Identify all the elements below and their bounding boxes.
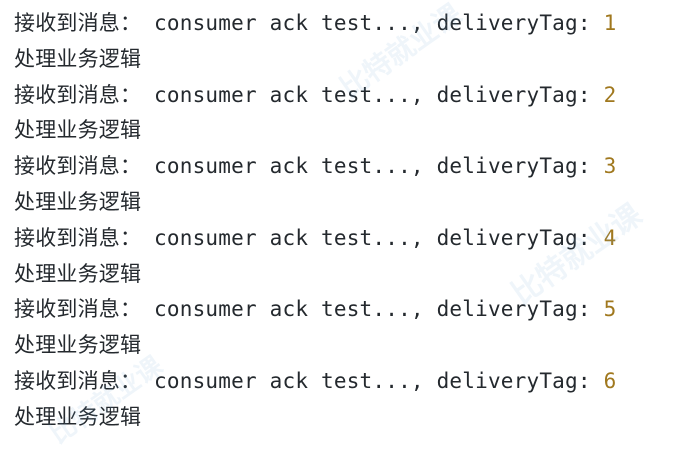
log-line-received: 接收到消息： consumer ack test..., deliveryTag…	[14, 6, 684, 42]
received-label: 接收到消息：	[14, 82, 142, 107]
message-text: consumer ack test..., deliveryTag:	[141, 368, 604, 393]
delivery-tag-value: 2	[603, 82, 617, 107]
console-output: 接收到消息： consumer ack test..., deliveryTag…	[14, 6, 684, 436]
received-label: 接收到消息：	[14, 154, 142, 179]
message-text: consumer ack test..., deliveryTag:	[141, 297, 604, 322]
received-label: 接收到消息：	[14, 11, 142, 35]
log-line-received: 接收到消息： consumer ack test..., deliveryTag…	[14, 78, 684, 114]
message-text: consumer ack test..., deliveryTag:	[141, 225, 604, 250]
message-text: consumer ack test..., deliveryTag:	[141, 82, 604, 107]
message-text: consumer ack test..., deliveryTag:	[141, 11, 604, 35]
received-label: 接收到消息：	[14, 225, 142, 250]
log-line-process: 处理业务逻辑	[14, 46, 142, 71]
log-line-received: 接收到消息： consumer ack test..., deliveryTag…	[14, 221, 684, 257]
delivery-tag-value: 3	[603, 154, 617, 179]
received-label: 接收到消息：	[14, 368, 142, 393]
log-line-received: 接收到消息： consumer ack test..., deliveryTag…	[14, 149, 684, 185]
delivery-tag-value: 4	[603, 225, 617, 250]
log-line-process: 处理业务逻辑	[14, 189, 142, 214]
log-line-process: 处理业务逻辑	[14, 333, 142, 358]
log-line-process: 处理业务逻辑	[14, 118, 142, 143]
delivery-tag-value: 6	[603, 368, 617, 393]
delivery-tag-value: 5	[603, 297, 617, 322]
received-label: 接收到消息：	[14, 297, 142, 322]
delivery-tag-value: 1	[603, 11, 617, 35]
log-line-process: 处理业务逻辑	[14, 404, 142, 429]
log-line-process: 处理业务逻辑	[14, 261, 142, 286]
message-text: consumer ack test..., deliveryTag:	[141, 154, 604, 179]
log-line-received: 接收到消息： consumer ack test..., deliveryTag…	[14, 364, 684, 400]
log-line-received: 接收到消息： consumer ack test..., deliveryTag…	[14, 292, 684, 328]
